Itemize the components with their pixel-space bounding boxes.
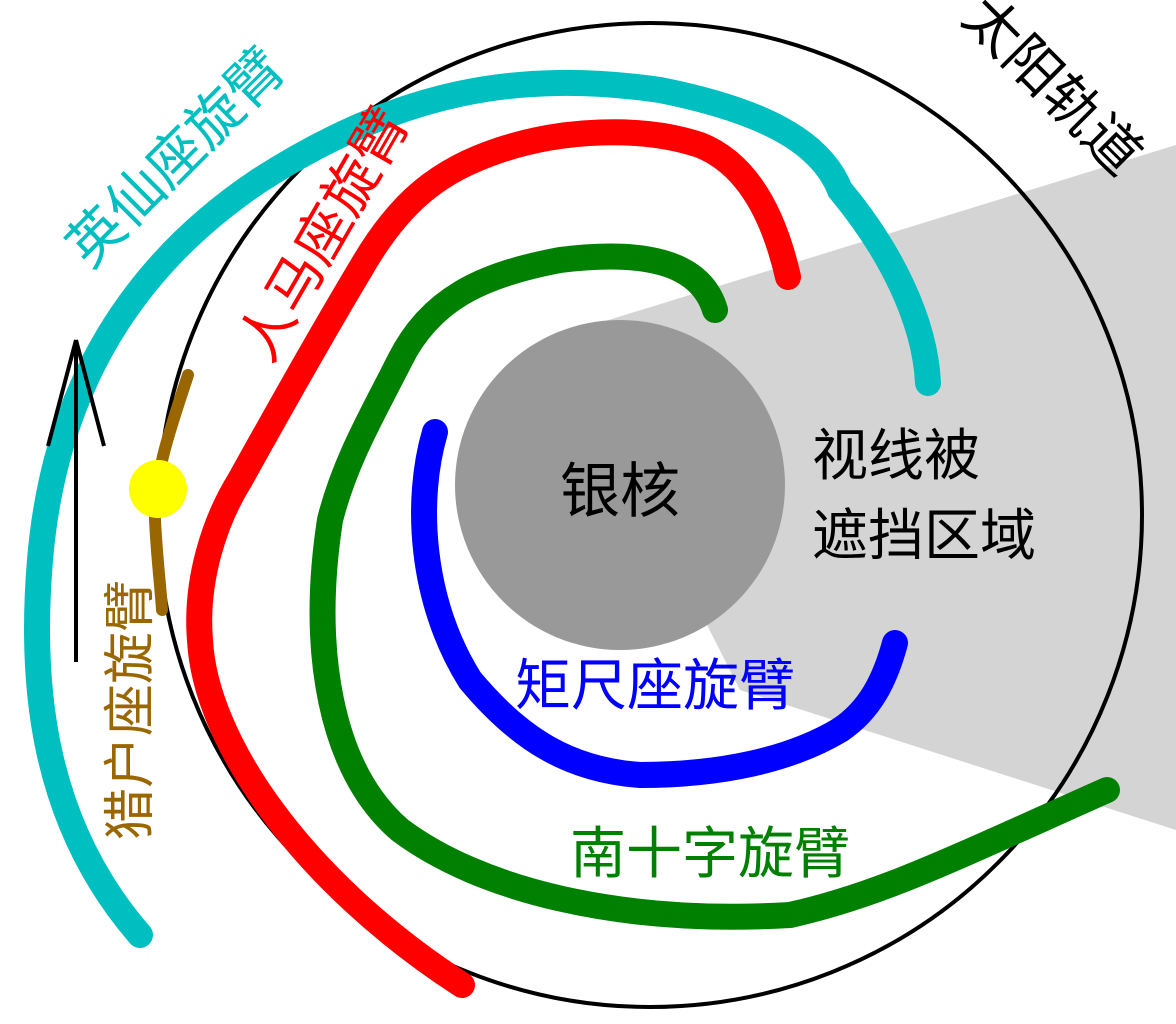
obscured-region-label-line2: 遮挡区域 [812,504,1036,569]
norma-arm-curve [411,419,908,789]
norma-arm-label: 矩尺座旋臂 [515,654,795,719]
galactic-core [455,320,785,650]
crux-arm-label: 南十字旋臂 [570,822,850,887]
perseus-arm-curve [23,69,941,948]
crux-arm-curve [309,243,1120,930]
sagittarius-arm-curve [186,119,801,998]
sun-marker [129,460,187,518]
orion-arm-label: 猎户座旋臂 [101,580,161,840]
core-label: 银核 [560,457,680,527]
solar-orbit-label: 太阳轨道 [950,0,1154,188]
rotation-direction-arrow [46,339,106,662]
obscured-region-label-line1: 视线被 [812,424,980,489]
